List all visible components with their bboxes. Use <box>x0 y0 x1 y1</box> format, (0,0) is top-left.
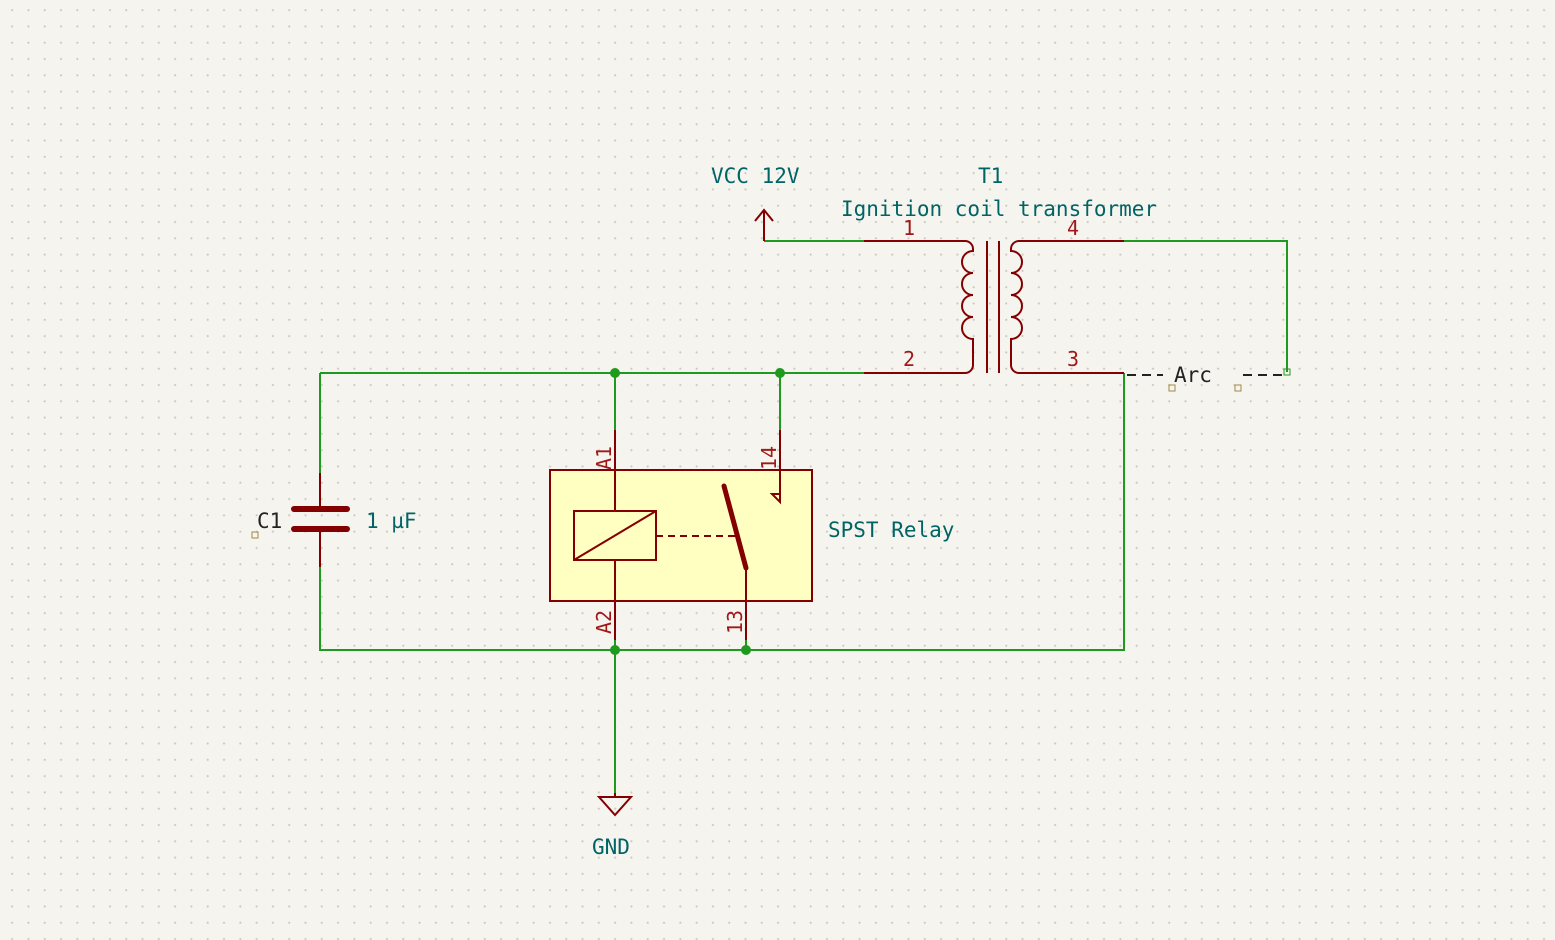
junction-dot[interactable] <box>741 645 751 655</box>
relay-pin-a1: A1 <box>592 446 616 470</box>
arc-anchor-marker <box>1168 384 1176 392</box>
spst-relay[interactable]: A1 14 A2 13 SPST Relay <box>549 430 954 640</box>
c1-value: 1 µF <box>366 509 417 533</box>
vcc-power-symbol[interactable]: VCC 12V <box>711 164 800 241</box>
arc-end-marker <box>1283 368 1291 376</box>
relay-pin-a2: A2 <box>592 610 616 634</box>
c1-reference: C1 <box>257 509 282 533</box>
transformer-value: Ignition coil transformer <box>841 197 1157 221</box>
transformer-core-icon <box>986 241 1000 373</box>
junction-dot[interactable] <box>775 368 785 378</box>
gnd-label: GND <box>592 835 630 859</box>
relay-coil-diagonal <box>573 510 657 561</box>
junction-dot[interactable] <box>610 645 620 655</box>
transformer-t1[interactable]: T1 Ignition coil transformer 1 2 3 4 <box>841 164 1157 374</box>
vcc-arrow-icon <box>754 208 774 241</box>
gnd-power-symbol[interactable]: GND <box>592 793 634 859</box>
c1-anchor-marker <box>251 531 259 539</box>
t1-pin2-number: 2 <box>903 347 915 371</box>
gnd-triangle-icon <box>596 793 634 817</box>
junctions <box>610 368 785 655</box>
relay-value: SPST Relay <box>828 518 954 542</box>
secondary-coil-icon <box>1010 240 1023 374</box>
transformer-reference: T1 <box>978 164 1003 188</box>
relay-contact-wire-14 <box>769 470 781 505</box>
wire-cap-left-bottom <box>319 373 1125 651</box>
relay-pin-14: 14 <box>757 446 781 470</box>
t1-pin4-number: 4 <box>1067 216 1079 240</box>
relay-switch-blade-icon <box>721 483 749 571</box>
wires <box>319 240 1288 793</box>
capacitor-c1[interactable]: C1 1 µF <box>251 473 417 567</box>
spark-gap[interactable]: Arc <box>1127 363 1291 392</box>
t1-pin1-number: 1 <box>903 216 915 240</box>
primary-coil-icon <box>961 240 974 374</box>
arc-anchor-marker <box>1234 384 1242 392</box>
wire-t1-pin4-to-arc <box>1124 240 1288 372</box>
relay-pin-13: 13 <box>723 610 747 634</box>
arc-label: Arc <box>1174 363 1212 387</box>
t1-pin3-number: 3 <box>1067 347 1079 371</box>
vcc-label: VCC 12V <box>711 164 800 188</box>
junction-dot[interactable] <box>610 368 620 378</box>
